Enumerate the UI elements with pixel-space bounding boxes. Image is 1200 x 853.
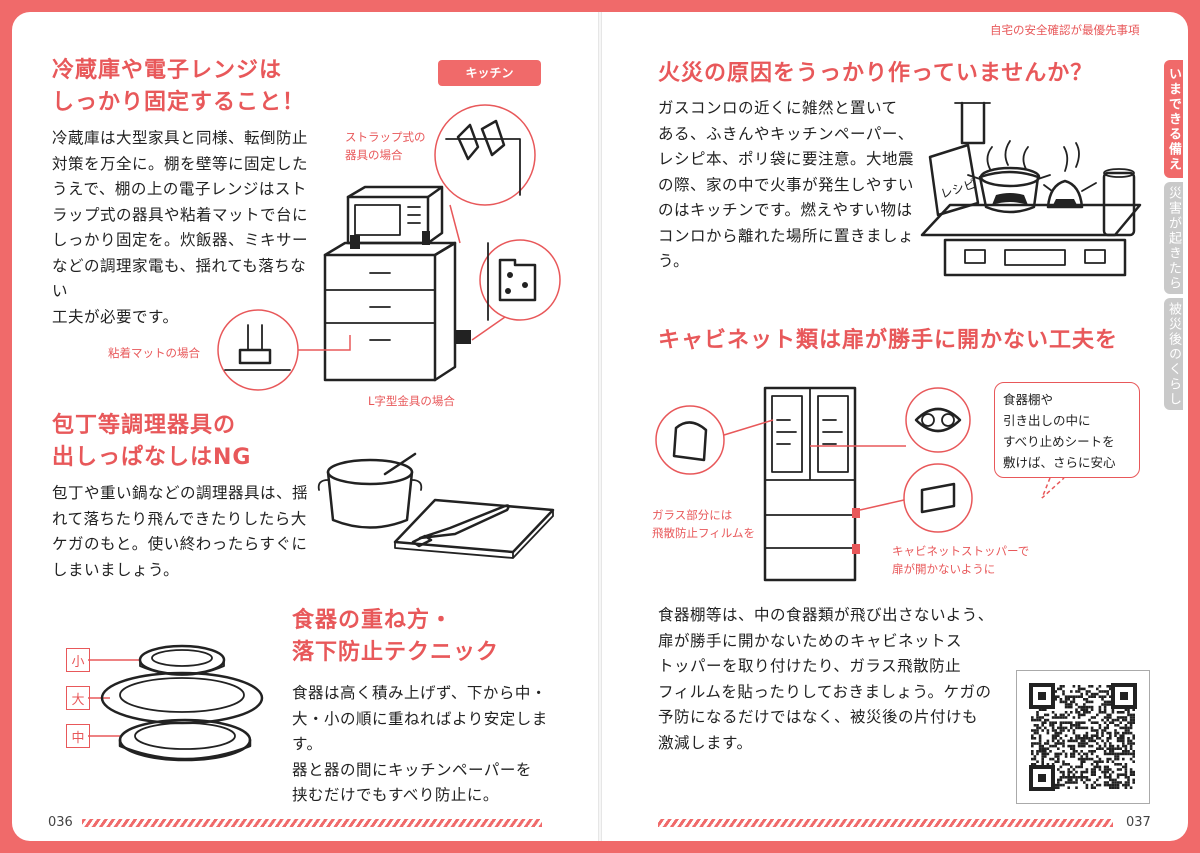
qr-code-pattern	[1029, 683, 1137, 791]
speech-bubble-tail	[1041, 477, 1065, 499]
caption-line: ガラス部分には	[652, 508, 733, 522]
bubble-line: 敷けば、さらに安心	[1003, 455, 1116, 470]
tip-speech-bubble: 食器棚や 引き出しの中に すべり止めシートを 敷けば、さらに安心	[994, 382, 1140, 478]
caption-line: 扉が開かないように	[892, 562, 996, 576]
footer-stripe-right	[658, 819, 1113, 827]
text-line: ある、ふきんやキッチンペーパー、	[658, 124, 914, 143]
page-gutter	[598, 12, 602, 841]
cabinet-heading-text: キャビネット類は扉が勝手に開かない工夫を	[658, 328, 1119, 353]
fridge-heading: 冷蔵庫や電子レンジは しっかり固定すること！	[52, 55, 305, 119]
footer-stripe-left	[82, 819, 542, 827]
fire-heading: 火災の原因をうっかり作っていませんか？	[658, 58, 1093, 90]
caption-film: ガラス部分には 飛散防止フィルムを	[652, 506, 755, 542]
knife-body: 包丁や重い鍋などの調理器具は、揺 れて落ちたり飛んできたりしたら大 ケガのもと。…	[52, 481, 314, 583]
text-line: れて落ちたり飛んできたりしたら大	[52, 509, 307, 528]
text-line: の際、家の中で火事が発生しやすい	[658, 175, 914, 194]
knife-heading-line2: 出しっぱなしはNG	[52, 445, 252, 470]
text-line: ガスコンロの近くに雑然と置いて	[658, 99, 898, 117]
knife-heading: 包丁等調理器具の 出しっぱなしはNG	[52, 410, 251, 474]
text-line: のはキッチンです。燃えやすい物は	[658, 201, 913, 219]
cupboard-illustration	[655, 386, 973, 582]
fire-body: ガスコンロの近くに雑然と置いて ある、ふきんやキッチンペーパー、 レシピ本、ポリ…	[658, 96, 920, 275]
left-page	[12, 12, 598, 841]
tab-after-disaster[interactable]: 被災後のくらし	[1164, 298, 1183, 410]
text-line: トッパーを取り付けたり、ガラス飛散防止	[658, 657, 962, 675]
fridge-body: 冷蔵庫は大型家具と同様、転倒防止 対策を万全に。棚を壁等に固定した うえで、棚の…	[52, 126, 314, 330]
text-line: 器と器の間にキッチンペーパーを	[292, 760, 532, 779]
text-line: 扉が勝手に開かないためのキャビネットス	[658, 631, 963, 650]
cabinet-body: 食器棚等は、中の食器類が飛び出さないよう、 扉が勝手に開かないためのキャビネット…	[658, 603, 998, 756]
tab-disaster[interactable]: 災害が起きたら	[1164, 182, 1183, 294]
size-label-small: 小	[66, 648, 90, 672]
caption-strap: ストラップ式の 器具の場合	[345, 128, 426, 164]
text-line: 対策を万全に。棚を壁等に固定した	[52, 154, 309, 173]
size-label-large: 大	[66, 686, 90, 710]
fire-heading-text: 火災の原因をうっかり作っていませんか？	[658, 61, 1094, 86]
dishes-heading-line1: 食器の重ね方・	[292, 608, 454, 633]
pot-and-knife-illustration	[317, 452, 555, 559]
text-line: 予防になるだけではなく、被災後の片付けも	[658, 708, 979, 726]
text-line: コンロから離れた場所に置きましょう。	[658, 226, 915, 271]
text-line: 激減します。	[658, 733, 753, 752]
caption-line: ストラップ式の	[345, 130, 426, 144]
dishes-heading-line2: 落下防止テクニック	[292, 640, 500, 665]
text-line: しっかり固定を。炊飯器、ミキサー	[52, 231, 309, 249]
text-line: 包丁や重い鍋などの調理器具は、揺	[52, 484, 309, 502]
text-line: うえで、棚の上の電子レンジはスト	[52, 180, 307, 198]
page-number-right: 037	[1126, 815, 1151, 830]
caption-line: キャビネットストッパーで	[892, 544, 1030, 558]
dishes-body: 食器は高く積み上げず、下から中・ 大・小の順に重ねればより安定します。 器と器の…	[292, 681, 554, 809]
text-line: 大・小の順に重ねればより安定します。	[292, 709, 548, 754]
bubble-line: 引き出しの中に	[1003, 413, 1091, 428]
text-line: 食器は高く積み上げず、下から中・	[292, 684, 547, 702]
text-line: 冷蔵庫は大型家具と同様、転倒防止	[52, 129, 309, 147]
stacked-plates-illustration	[88, 644, 264, 762]
caption-mat: 粘着マットの場合	[108, 346, 200, 360]
text-line: レシピ本、ポリ袋に要注意。大地震	[658, 150, 915, 168]
fridge-heading-line2: しっかり固定すること！	[52, 90, 306, 115]
size-label-medium: 中	[66, 724, 90, 748]
section-tabs: いまできる備え 災害が起きたら 被災後のくらし	[1164, 60, 1200, 414]
running-header: 自宅の安全確認が最優先事項	[990, 23, 1140, 37]
caption-line: 飛散防止フィルムを	[652, 526, 756, 540]
caption-stopper: キャビネットストッパーで 扉が開かないように	[892, 542, 1029, 578]
bubble-line: すべり止めシートを	[1003, 434, 1115, 449]
page-number-left: 036	[48, 815, 73, 830]
text-line: 食器棚等は、中の食器類が飛び出さないよう、	[658, 606, 994, 624]
kitchen-tag: キッチン	[438, 60, 541, 86]
knife-heading-line1: 包丁等調理器具の	[52, 413, 237, 438]
text-line: ラップ式の器具や粘着マットで台に	[52, 205, 309, 224]
microwave-cabinet-illustration	[217, 104, 561, 391]
text-line: しまいましょう。	[52, 560, 180, 579]
bubble-line: 食器棚や	[1003, 392, 1054, 407]
fridge-heading-line1: 冷蔵庫や電子レンジは	[52, 58, 283, 83]
caption-bracket: L字型金具の場合	[368, 394, 455, 408]
text-line: などの調理家電も、揺れても落ちない	[52, 256, 307, 301]
tab-preparation[interactable]: いまできる備え	[1164, 60, 1183, 178]
text-line: 挟むだけでもすべり防止に。	[292, 786, 499, 804]
dishes-heading: 食器の重ね方・ 落下防止テクニック	[292, 605, 499, 669]
text-line: ケガのもと。使い終わったらすぐに	[52, 535, 308, 553]
cabinet-heading: キャビネット類は扉が勝手に開かない工夫を	[658, 325, 1118, 357]
gas-stove-illustration	[920, 101, 1142, 277]
text-line: フィルムを貼ったりしておきましょう。ケガの	[658, 682, 992, 701]
caption-line: 器具の場合	[345, 148, 403, 162]
qr-code[interactable]	[1016, 670, 1150, 804]
text-line: 工夫が必要です。	[52, 307, 179, 326]
